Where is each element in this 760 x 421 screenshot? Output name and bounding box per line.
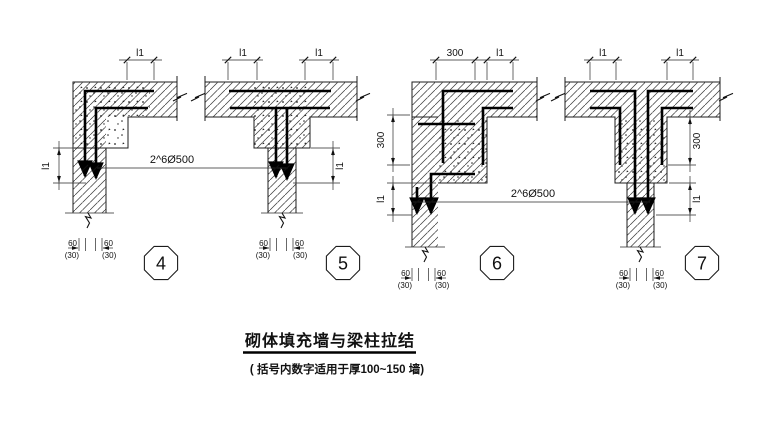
detail-5-drawing: l1 l1 l1 [190,48,371,229]
dimension-top: l1 l1 [584,48,699,80]
offset-label: 60 [68,239,77,248]
dimension-top: l1 l1 [222,48,339,80]
offset-label: (30) [102,251,117,260]
structure-outline [564,77,721,247]
offset-label: 60 [295,239,304,248]
concrete-joint [74,83,150,147]
offset-annotation: 60 (30) 60 (30) [65,238,117,260]
dim-label: l1 [676,48,684,59]
detail-4-drawing: l1 l1 [41,48,188,229]
offset-label: 60 [655,269,664,278]
detail-7-drawing: l1 l1 300 l1 [550,48,734,263]
tie-bar-callout: 2^6Ø500 [413,188,652,206]
tie-rebar [481,106,513,165]
wall-break-mark [421,246,429,263]
dim-label: 300 [376,131,387,148]
dim-label: l1 [692,195,703,203]
wall-hatch [268,148,296,213]
detail-bubble-outline [143,245,179,281]
detail-bubble-6: 6 [479,245,515,281]
offset-label: 60 [437,269,446,278]
wall-break-mark [278,212,286,229]
beam-break-mark [550,92,566,102]
beam-break-mark [535,92,551,102]
structure-outline [204,76,358,213]
detail-number: 7 [697,254,707,274]
dimension-left: l1 [41,141,86,190]
beam-hatch [565,82,720,117]
offset-label: (30) [256,251,271,260]
dim-label: 300 [447,48,464,59]
offset-label: 60 [104,239,113,248]
tie-rebar [441,89,513,163]
dim-label: l1 [599,48,607,59]
dim-label: l1 [41,162,52,170]
offset-label: (30) [435,281,450,290]
dimension-left: 300 l1 [376,108,436,222]
offset-label: (30) [616,281,631,290]
structure-outline [411,77,538,247]
tie-rebar [590,89,643,215]
wall-break-mark [636,246,644,263]
dim-label: l1 [239,48,247,59]
beam-break-mark [190,92,206,102]
wall-break-mark [84,212,92,229]
dimension-right: 300 l1 [656,110,703,222]
offset-label: (30) [65,251,80,260]
detail-number: 6 [492,254,502,274]
detail-bubble-outline [684,245,720,281]
detail-bubble-outline [325,245,361,281]
structure-outline [72,76,178,213]
detail-bubble-5: 5 [325,245,361,281]
beam-break-mark [718,92,734,102]
detail-number: 4 [156,254,166,274]
detail-bubble-7: 7 [684,245,720,281]
offset-label: 60 [401,269,410,278]
tie-rebar [423,172,475,215]
tie-bar-note: 2^6Ø500 [150,154,194,166]
drawing-subtitle: ( 括号内数字适用于厚100~150 墙) [250,362,424,376]
dimension-right: l1 [293,141,346,190]
wall-hatch [627,183,654,247]
beam-break-mark [355,92,371,102]
detail-number: 5 [338,254,348,274]
offset-annotation: 60 (30) 60 (30) [616,268,668,290]
dim-label: l1 [315,48,323,59]
offset-label: (30) [293,251,308,260]
tie-bar-callout: 2^6Ø500 [81,154,291,172]
tie-rebar [640,89,693,215]
beam-hatch [412,82,537,117]
tie-rebar [590,106,622,165]
wall-hatch [412,117,438,247]
dimension-top: 300 l1 [430,48,519,80]
dimension-top: l1 [119,48,162,80]
concrete-joint [615,118,667,182]
dim-label: l1 [496,48,504,59]
offset-label: (30) [398,281,413,290]
drawing-title: 砌体填充墙与梁柱拉结 [244,331,415,350]
detail-bubble-4: 4 [143,245,179,281]
tie-bar-note: 2^6Ø500 [511,188,555,200]
offset-annotation: 60 (30) 60 (30) [398,268,450,290]
detail-6-drawing: 300 l1 300 l1 [376,48,551,263]
tie-rebar [88,106,148,180]
offset-annotation: 60 (30) 60 (30) [256,238,308,260]
tie-rebar [77,89,154,178]
offset-label: 60 [619,269,628,278]
tie-rebar [660,106,693,165]
detail-bubble-outline [479,245,515,281]
concrete-joint [254,83,310,147]
concrete-joint [438,118,487,182]
dim-label: 300 [692,132,703,149]
title-block: 砌体填充墙与梁柱拉结 ( 括号内数字适用于厚100~150 墙) [243,331,424,376]
dim-label: l1 [136,48,144,59]
dim-label: l1 [335,162,346,170]
offset-label: (30) [653,281,668,290]
offset-label: 60 [259,239,268,248]
dim-label: l1 [376,195,387,203]
